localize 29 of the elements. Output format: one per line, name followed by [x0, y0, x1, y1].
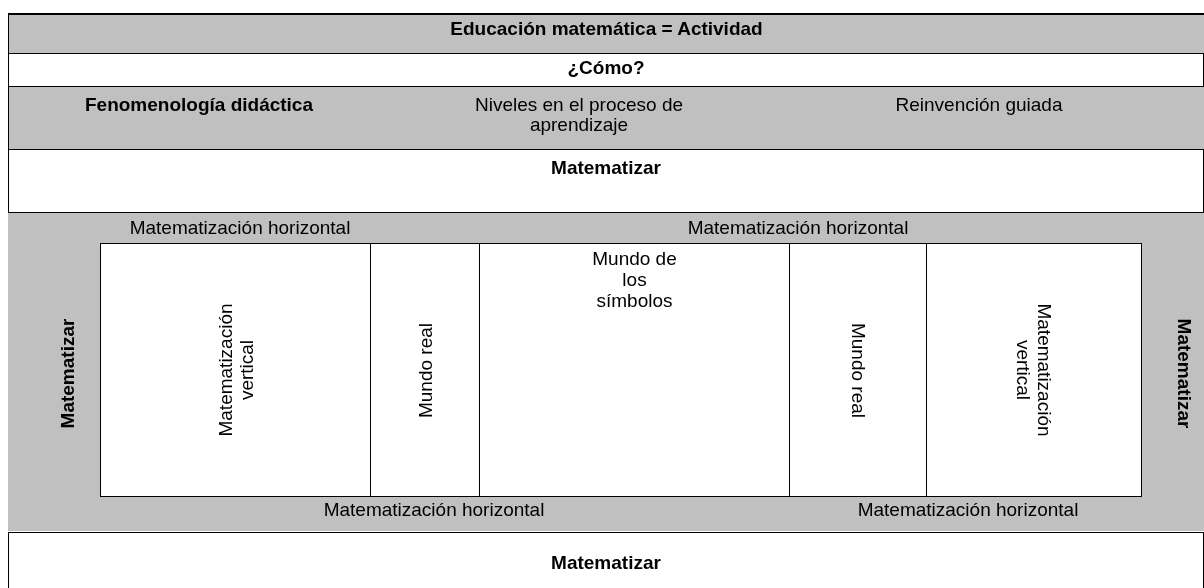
side-label: Matematización horizontal	[857, 499, 1079, 520]
side-label: Matematización horizontal	[323, 499, 545, 520]
table-row	[8, 87, 1204, 149]
side-label: Matematización horizontal	[129, 217, 351, 238]
vertical-text: Mundo real	[847, 321, 869, 420]
row-text: Fenomenología didáctica	[83, 95, 314, 115]
cell-text: Mundo de los símbolos	[591, 248, 678, 311]
table-row	[8, 149, 1204, 213]
table-row	[8, 13, 1204, 53]
vertical-text: Mundo real	[414, 321, 436, 420]
table-row	[8, 53, 1204, 87]
table-row	[8, 532, 1204, 588]
side-label: Matematizar	[1174, 318, 1196, 429]
heading-text: ¿Cómo?	[567, 56, 645, 80]
table-cell	[100, 243, 371, 497]
vertical-text: Matematización vertical	[1013, 302, 1055, 439]
row-text: Reinvención guiada	[894, 95, 1064, 115]
table-cell	[370, 243, 480, 497]
panel-background	[8, 213, 1204, 531]
side-label: Matematización horizontal	[687, 217, 909, 238]
table-cell	[789, 243, 927, 497]
vertical-text: Matematización vertical	[214, 302, 257, 439]
heading-text: Matematizar	[551, 156, 661, 180]
table-cell	[926, 243, 1142, 497]
side-label: Matematizar	[57, 318, 79, 429]
row-text: Niveles en el proceso de aprendizaje	[473, 95, 685, 135]
table-cell	[479, 243, 790, 497]
heading-text: Matematizar	[551, 551, 661, 575]
heading-text: Educación matemática = Actividad	[450, 17, 763, 41]
